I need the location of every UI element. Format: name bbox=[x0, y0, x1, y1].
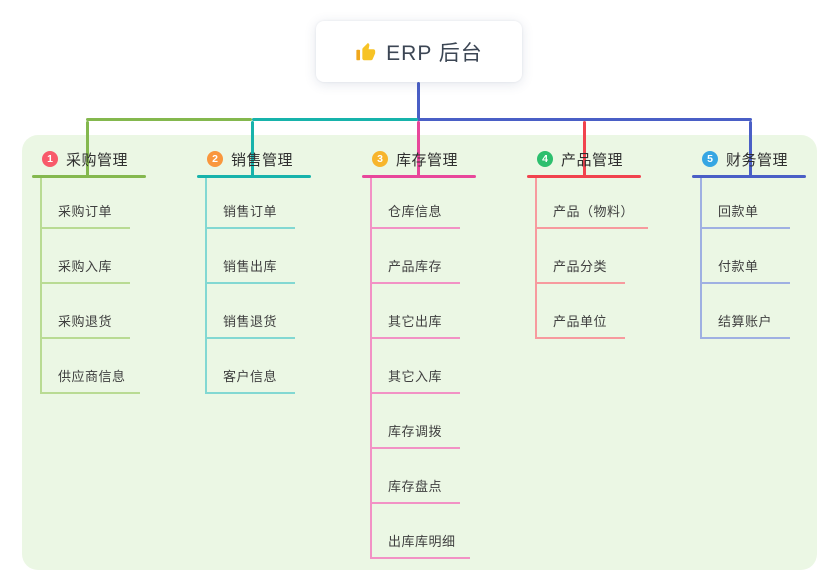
child-node[interactable]: 其它入库 bbox=[372, 339, 460, 394]
child-node-label: 其它出库 bbox=[388, 314, 443, 329]
branch-number-badge: 1 bbox=[42, 151, 58, 167]
branch-header[interactable]: 3 库存管理 bbox=[362, 146, 476, 172]
child-node[interactable]: 销售出库 bbox=[207, 229, 295, 284]
branch-4: 4 产品管理 产品（物料） 产品分类产品单位 bbox=[527, 146, 649, 339]
branch-header[interactable]: 5 财务管理 bbox=[692, 146, 806, 172]
child-node-label: 销售订单 bbox=[223, 204, 278, 219]
child-node-label: 供应商信息 bbox=[58, 369, 126, 384]
child-node[interactable]: 出库库明细 bbox=[372, 504, 470, 559]
child-node-label: 产品库存 bbox=[388, 259, 443, 274]
branch-children: 采购订单采购入库采购退货供应商信息 bbox=[40, 178, 140, 394]
branch-title: 销售管理 bbox=[231, 151, 294, 169]
child-node[interactable]: 采购入库 bbox=[42, 229, 130, 284]
child-node[interactable]: 仓库信息 bbox=[372, 178, 460, 229]
root-node[interactable]: ERP 后台 bbox=[316, 21, 522, 82]
branch-children: 仓库信息产品库存其它出库其它入库库存调拨库存盘点出库库明细 bbox=[370, 178, 470, 559]
child-node-label: 采购入库 bbox=[58, 259, 113, 274]
child-node-label: 其它入库 bbox=[388, 369, 443, 384]
child-node-label: 销售退货 bbox=[223, 314, 278, 329]
child-node-label: 仓库信息 bbox=[388, 204, 443, 219]
child-node[interactable]: 产品（物料） bbox=[537, 178, 649, 229]
child-node[interactable]: 结算账户 bbox=[702, 284, 790, 339]
branch-number-badge: 4 bbox=[537, 151, 553, 167]
child-node[interactable]: 客户信息 bbox=[207, 339, 295, 394]
child-node[interactable]: 采购订单 bbox=[42, 178, 130, 229]
bus-line bbox=[86, 118, 252, 121]
branch-children: 产品（物料） 产品分类产品单位 bbox=[535, 178, 649, 339]
child-node[interactable]: 供应商信息 bbox=[42, 339, 140, 394]
child-node-label: 采购退货 bbox=[58, 314, 113, 329]
root-node-label: ERP 后台 bbox=[386, 41, 483, 65]
child-node-label: 采购订单 bbox=[58, 204, 113, 219]
child-node-label: 库存盘点 bbox=[388, 479, 443, 494]
branch-header[interactable]: 2 销售管理 bbox=[197, 146, 311, 172]
child-node-label: 库存调拨 bbox=[388, 424, 443, 439]
branch-drop-line bbox=[749, 121, 752, 178]
branch-title: 产品管理 bbox=[561, 151, 624, 169]
child-node-label: 产品（物料） bbox=[553, 204, 635, 219]
branches-panel bbox=[22, 135, 817, 570]
child-node[interactable]: 销售订单 bbox=[207, 178, 295, 229]
thumbs-up-icon bbox=[355, 41, 377, 63]
bus-line bbox=[252, 118, 418, 121]
branch-1: 1 采购管理 采购订单采购入库采购退货供应商信息 bbox=[32, 146, 146, 394]
branch-title: 库存管理 bbox=[396, 151, 459, 169]
branch-underline bbox=[362, 175, 476, 178]
child-node[interactable]: 付款单 bbox=[702, 229, 790, 284]
child-node[interactable]: 销售退货 bbox=[207, 284, 295, 339]
branch-2: 2 销售管理 销售订单销售出库销售退货客户信息 bbox=[197, 146, 311, 394]
branch-5: 5 财务管理 回款单付款单结算账户 bbox=[692, 146, 806, 339]
child-node[interactable]: 产品分类 bbox=[537, 229, 625, 284]
branch-children: 回款单付款单结算账户 bbox=[700, 178, 790, 339]
child-node[interactable]: 回款单 bbox=[702, 178, 790, 229]
child-node[interactable]: 库存盘点 bbox=[372, 449, 460, 504]
branch-underline bbox=[32, 175, 146, 178]
child-node[interactable]: 产品单位 bbox=[537, 284, 625, 339]
branch-underline bbox=[692, 175, 806, 178]
child-node-label: 出库库明细 bbox=[388, 534, 456, 549]
child-node-label: 结算账户 bbox=[718, 314, 773, 329]
branch-title: 采购管理 bbox=[66, 151, 129, 169]
child-node-label: 客户信息 bbox=[223, 369, 278, 384]
child-node-label: 产品分类 bbox=[553, 259, 608, 274]
branch-header[interactable]: 4 产品管理 bbox=[527, 146, 641, 172]
child-node-label: 付款单 bbox=[718, 259, 759, 274]
child-node[interactable]: 其它出库 bbox=[372, 284, 460, 339]
branch-children: 销售订单销售出库销售退货客户信息 bbox=[205, 178, 295, 394]
child-node-label: 回款单 bbox=[718, 204, 759, 219]
child-node[interactable]: 产品库存 bbox=[372, 229, 460, 284]
branch-3: 3 库存管理 仓库信息产品库存其它出库其它入库库存调拨库存盘点出库库明细 bbox=[362, 146, 476, 559]
child-node[interactable]: 库存调拨 bbox=[372, 394, 460, 449]
branch-header[interactable]: 1 采购管理 bbox=[32, 146, 146, 172]
child-node-label: 销售出库 bbox=[223, 259, 278, 274]
branch-number-badge: 3 bbox=[372, 151, 388, 167]
branch-number-badge: 2 bbox=[207, 151, 223, 167]
child-node-label: 产品单位 bbox=[553, 314, 608, 329]
branch-drop-line bbox=[86, 121, 89, 178]
child-node[interactable]: 采购退货 bbox=[42, 284, 130, 339]
root-connector-line bbox=[417, 82, 420, 121]
branch-underline bbox=[197, 175, 311, 178]
branch-number-badge: 5 bbox=[702, 151, 718, 167]
bus-line bbox=[418, 118, 752, 121]
branch-underline bbox=[527, 175, 641, 178]
branch-drop-line bbox=[417, 121, 420, 178]
branch-title: 财务管理 bbox=[726, 151, 789, 169]
branch-drop-line bbox=[251, 121, 254, 178]
branch-drop-line bbox=[583, 121, 586, 178]
